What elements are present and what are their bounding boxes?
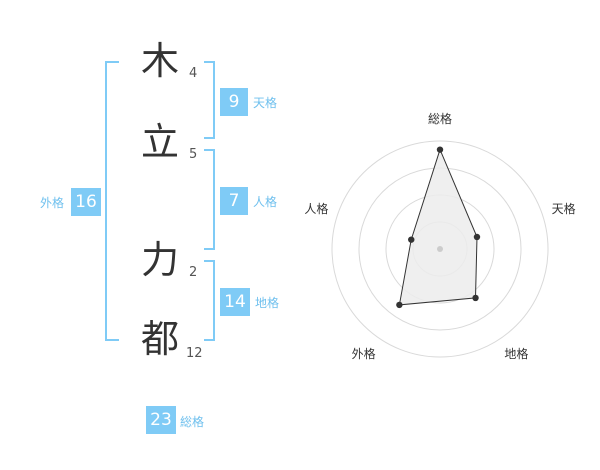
kanji-1: 木 bbox=[140, 39, 179, 83]
stroke-count-4: 12 bbox=[186, 346, 203, 361]
radar-axis-label-1: 総格 bbox=[428, 111, 452, 126]
radar-point-2 bbox=[473, 233, 481, 241]
soukaku-badge: 23 bbox=[146, 406, 176, 434]
radar-axis-label-3: 地格 bbox=[504, 346, 528, 361]
radar-center-dot bbox=[437, 246, 443, 252]
radar-point-3 bbox=[472, 294, 479, 302]
jinkaku-bracket bbox=[204, 149, 215, 250]
tenkaku-label: 天格 bbox=[253, 96, 278, 110]
soukaku-label: 総格 bbox=[180, 415, 205, 429]
gaikaku-badge: 16 bbox=[71, 188, 101, 216]
kanji-4: 都 bbox=[140, 317, 179, 361]
radar-polygon bbox=[398, 148, 478, 306]
radar-point-1 bbox=[436, 146, 444, 153]
chikaku-bracket bbox=[204, 260, 215, 341]
gaikaku-bracket bbox=[105, 61, 119, 341]
jinkaku-label: 人格 bbox=[253, 195, 278, 209]
gaikaku-label: 外格 bbox=[40, 196, 65, 210]
kanji-3: 力 bbox=[140, 238, 179, 282]
radar-points bbox=[396, 146, 481, 309]
radar-point-4 bbox=[396, 301, 403, 309]
radar-axis-label-5: 人格 bbox=[304, 201, 328, 216]
radar-point-5 bbox=[408, 236, 415, 243]
stroke-count-2: 5 bbox=[189, 147, 198, 162]
stroke-count-1: 4 bbox=[189, 66, 198, 81]
radar-ring bbox=[331, 140, 549, 358]
tenkaku-badge: 9 bbox=[220, 88, 248, 116]
chikaku-badge: 14 bbox=[220, 288, 250, 316]
kanji-2: 立 bbox=[140, 120, 179, 164]
chikaku-label: 地格 bbox=[255, 296, 280, 310]
tenkaku-bracket bbox=[204, 61, 215, 139]
radar-axis-label-2: 天格 bbox=[552, 201, 576, 216]
radar-axis-label-4: 外格 bbox=[352, 346, 376, 361]
jinkaku-badge: 7 bbox=[220, 187, 248, 215]
stroke-count-3: 2 bbox=[189, 265, 198, 280]
